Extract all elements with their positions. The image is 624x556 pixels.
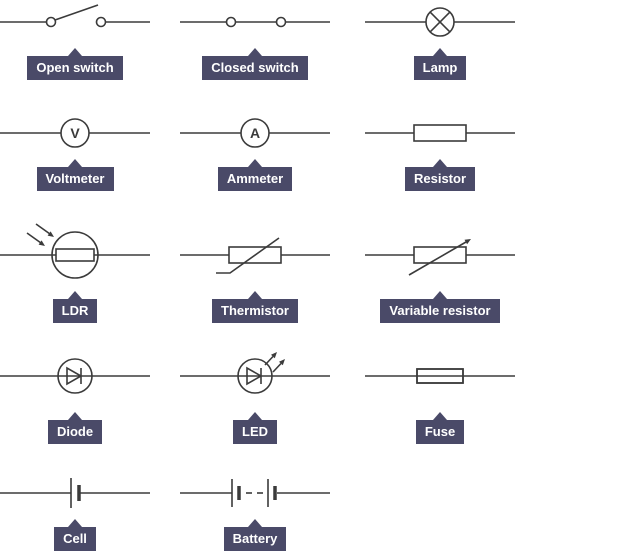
cell-symbol-icon	[0, 478, 150, 508]
symbol-label: Fuse	[415, 412, 465, 444]
symbol-cell-battery: Battery	[180, 471, 330, 551]
label-text: Fuse	[415, 420, 465, 444]
diode-symbol-icon	[0, 358, 150, 394]
symbol-cell-lamp: Lamp	[365, 0, 515, 80]
voltmeter-symbol-icon: V	[0, 118, 150, 148]
label-text: Lamp	[413, 56, 467, 80]
ammeter-letter: A	[250, 125, 260, 141]
label-text: Thermistor	[212, 299, 298, 323]
label-pointer	[432, 291, 447, 299]
closed-switch-symbol-icon	[180, 16, 330, 28]
variable-resistor-symbol-icon	[365, 239, 515, 276]
symbol-cell-closed-switch: Closed switch	[180, 0, 330, 80]
label-text: Variable resistor	[380, 299, 500, 323]
label-pointer	[68, 291, 82, 299]
label-text: Diode	[47, 420, 103, 444]
symbol-label: Cell	[54, 519, 96, 551]
symbol-cell-thermistor: Thermistor	[180, 223, 330, 323]
label-pointer	[247, 519, 262, 527]
symbol-cell-resistor: Resistor	[365, 111, 515, 191]
symbol-label: Resistor	[404, 159, 476, 191]
symbol-label: Battery	[223, 519, 287, 551]
label-text: Battery	[223, 527, 287, 551]
label-pointer	[67, 48, 82, 56]
symbol-label: Closed switch	[202, 48, 308, 80]
symbol-label: LED	[233, 412, 277, 444]
fuse-symbol-icon	[365, 368, 515, 384]
label-pointer	[433, 412, 447, 420]
ldr-symbol-icon	[0, 223, 150, 279]
label-pointer	[247, 159, 262, 167]
label-text: Cell	[54, 527, 96, 551]
resistor-symbol-icon	[365, 124, 515, 142]
label-pointer	[433, 159, 447, 167]
symbol-label: Diode	[47, 412, 103, 444]
label-text: LED	[233, 420, 277, 444]
symbol-cell-open-switch: Open switch	[0, 0, 150, 80]
label-pointer	[68, 519, 82, 527]
symbol-cell-fuse: Fuse	[365, 344, 515, 444]
label-pointer	[68, 159, 82, 167]
symbol-label: Variable resistor	[380, 291, 500, 323]
label-text: Open switch	[27, 56, 123, 80]
voltmeter-letter: V	[70, 125, 80, 141]
ammeter-symbol-icon: A	[180, 118, 330, 148]
label-text: Resistor	[404, 167, 476, 191]
label-pointer	[247, 48, 262, 56]
lamp-symbol-icon	[365, 7, 515, 37]
label-pointer	[68, 412, 82, 420]
label-pointer	[432, 48, 447, 56]
label-pointer	[248, 291, 262, 299]
led-symbol-icon	[180, 352, 330, 394]
symbol-label: Voltmeter	[36, 159, 114, 191]
symbol-cell-ammeter: A Ammeter	[180, 111, 330, 191]
symbol-cell-diode: Diode	[0, 344, 150, 444]
symbol-cell-ldr: LDR	[0, 223, 150, 323]
label-text: Ammeter	[217, 167, 293, 191]
symbol-label: Lamp	[413, 48, 467, 80]
label-pointer	[248, 412, 262, 420]
symbol-label: Thermistor	[212, 291, 298, 323]
open-switch-symbol-icon	[0, 4, 150, 28]
symbol-label: Ammeter	[217, 159, 293, 191]
symbol-cell-voltmeter: V Voltmeter	[0, 111, 150, 191]
label-text: LDR	[52, 299, 98, 323]
symbol-label: Open switch	[27, 48, 123, 80]
symbol-cell-cell: Cell	[0, 471, 150, 551]
label-text: Closed switch	[202, 56, 308, 80]
battery-symbol-icon	[180, 479, 330, 507]
symbol-cell-variable-resistor: Variable resistor	[365, 223, 515, 323]
symbol-cell-led: LED	[180, 344, 330, 444]
symbol-label: LDR	[52, 291, 98, 323]
thermistor-symbol-icon	[180, 237, 330, 274]
label-text: Voltmeter	[36, 167, 114, 191]
